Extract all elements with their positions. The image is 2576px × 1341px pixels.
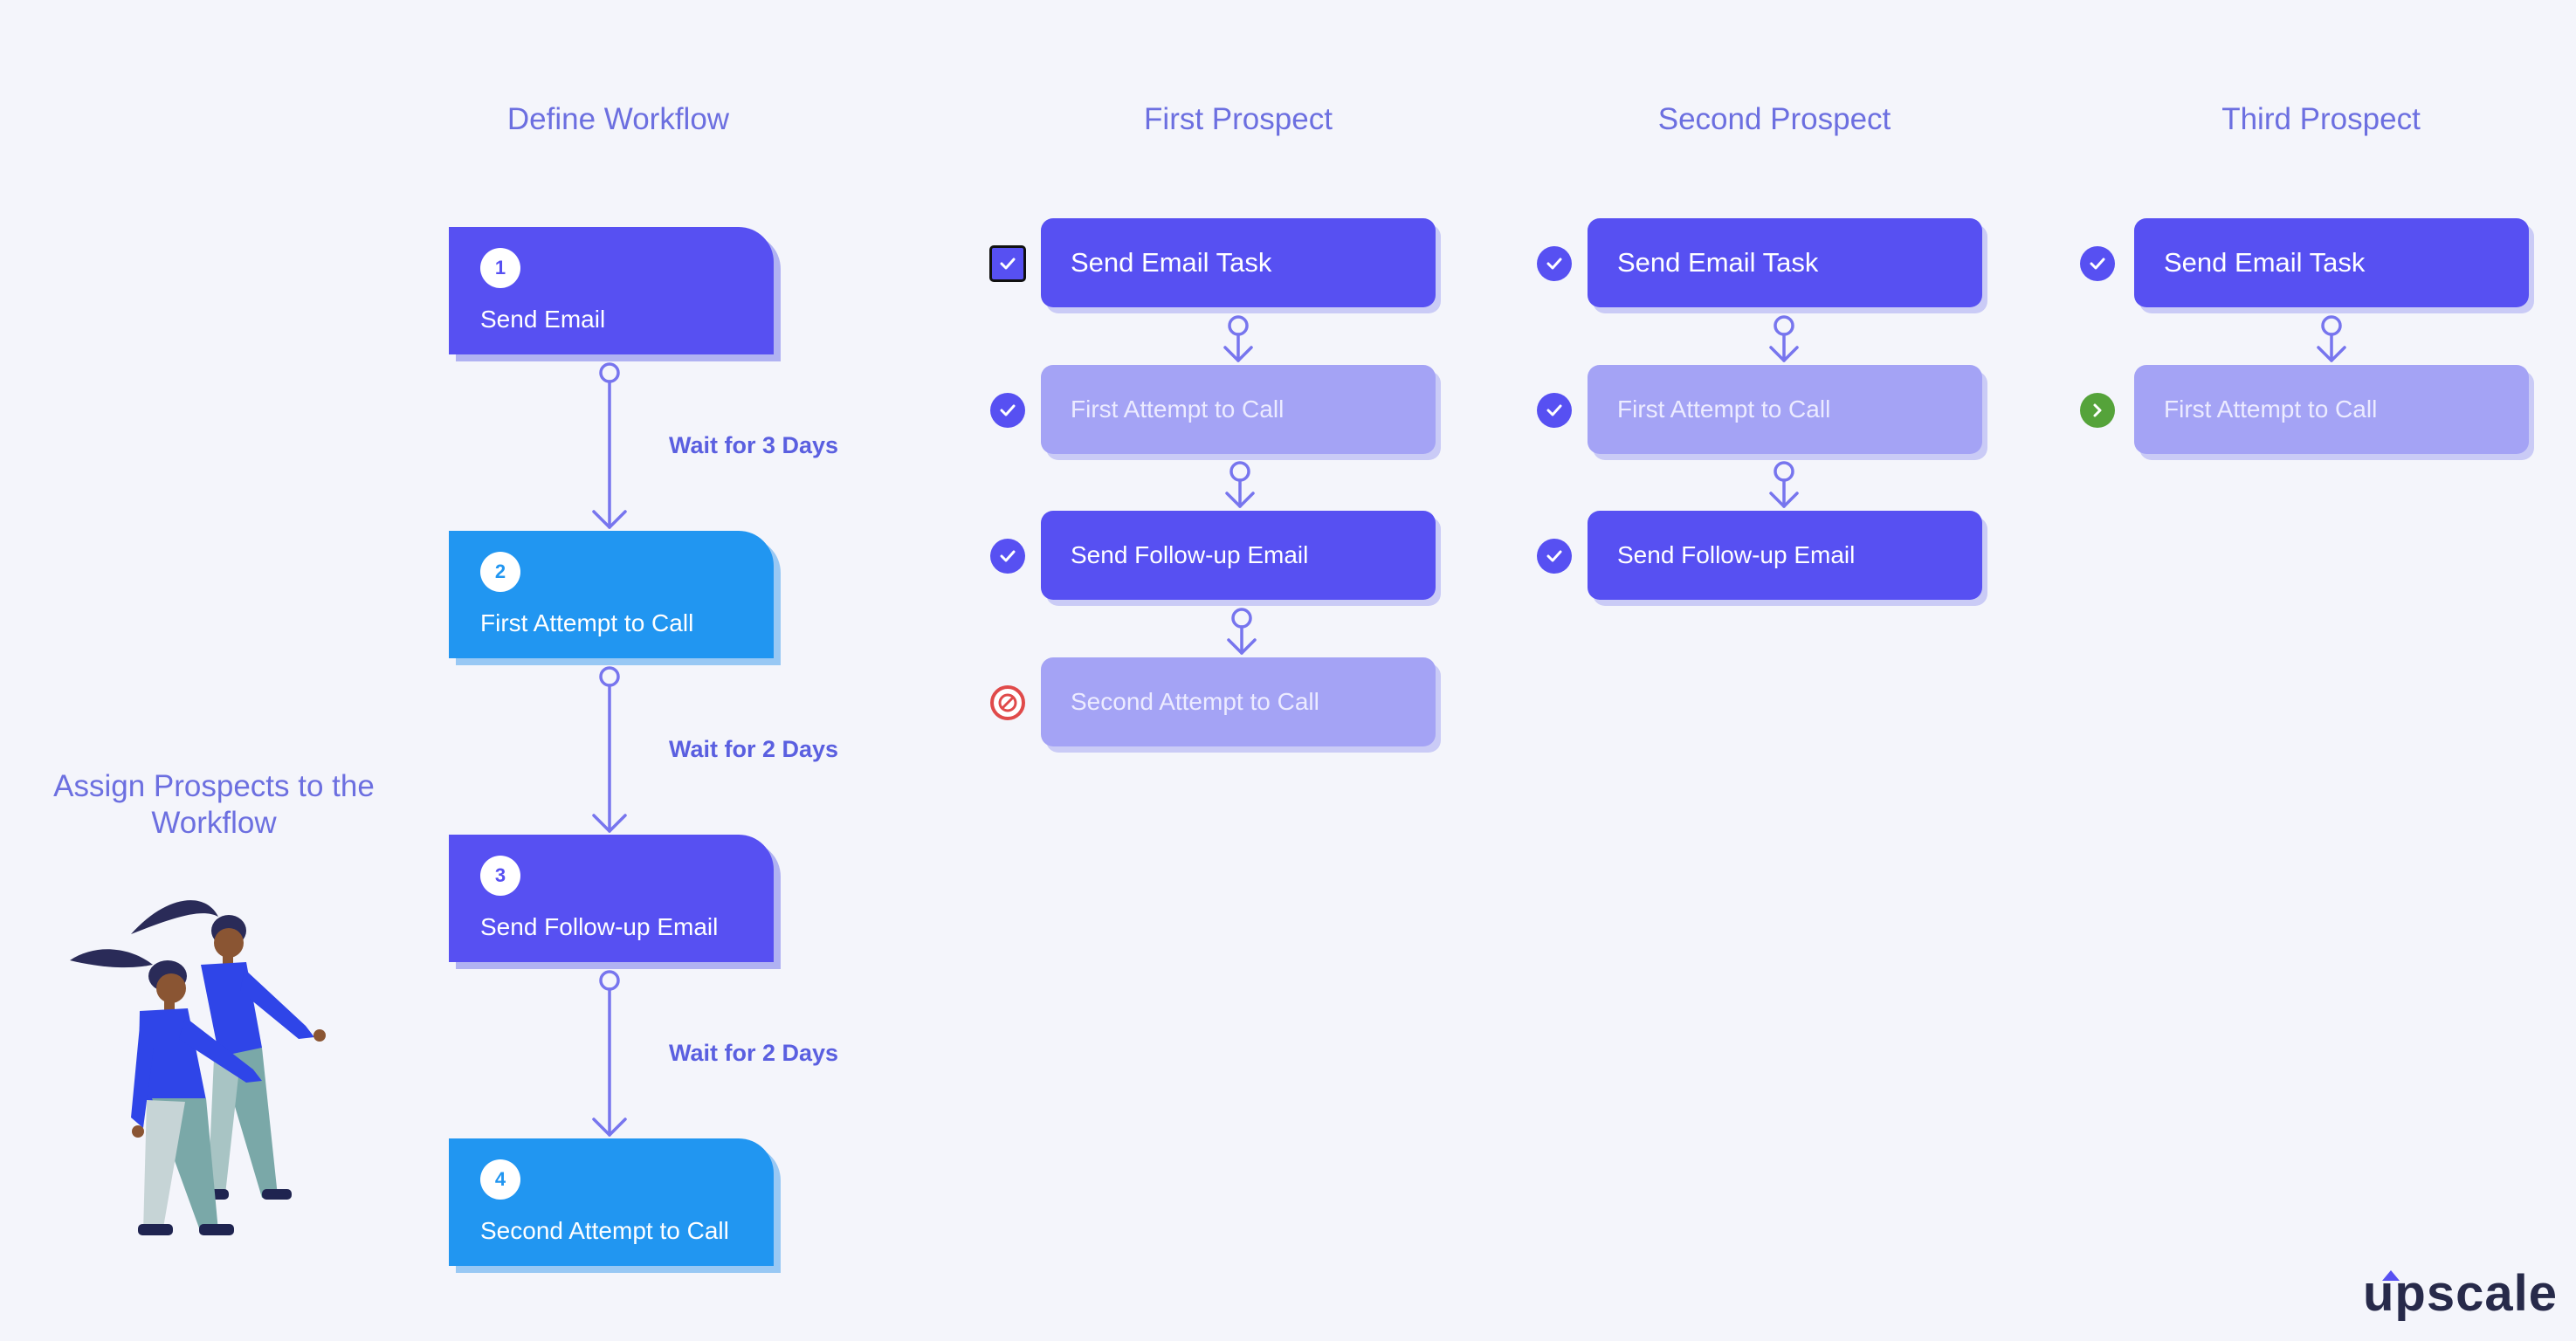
- connector-second-1-2: [1769, 315, 1799, 362]
- assign-prospects-title: Assign Prospects to the Workflow: [53, 769, 375, 840]
- check-icon: [1537, 393, 1572, 428]
- step-label: Send Follow-up Email: [480, 913, 719, 940]
- workflow-step-1[interactable]: 1 Send Email: [449, 227, 774, 354]
- connector-second-2-3: [1769, 461, 1799, 508]
- column-title-third-prospect: Third Prospect: [2221, 102, 2421, 136]
- wait-label-1: Wait for 3 Days: [669, 432, 839, 458]
- step-number-badge: 2: [480, 552, 520, 592]
- check-icon: [2080, 246, 2115, 281]
- third-task-first-call[interactable]: First Attempt to Call: [2134, 365, 2529, 454]
- third-task-send-email[interactable]: Send Email Task: [2134, 218, 2529, 307]
- connector-first-3-4: [1227, 608, 1257, 655]
- workflow-step-2[interactable]: 2 First Attempt to Call: [449, 531, 774, 658]
- check-icon: [990, 539, 1025, 574]
- second-task-first-call[interactable]: First Attempt to Call: [1588, 365, 1982, 454]
- second-task-send-email[interactable]: Send Email Task: [1588, 218, 1982, 307]
- wait-label-3: Wait for 2 Days: [669, 1040, 839, 1066]
- check-icon: [990, 393, 1025, 428]
- chevron-right-icon: [2080, 393, 2115, 428]
- connector-step1-step2: [592, 362, 627, 529]
- blocked-icon: [990, 685, 1025, 720]
- step-number-badge: 4: [480, 1159, 520, 1200]
- connector-first-2-3: [1225, 461, 1255, 508]
- check-icon: [1537, 246, 1572, 281]
- first-task-follow-up-email[interactable]: Send Follow-up Email: [1041, 511, 1436, 600]
- check-icon: [1537, 539, 1572, 574]
- workflow-step-4[interactable]: 4 Second Attempt to Call: [449, 1138, 774, 1266]
- wait-label-2: Wait for 2 Days: [669, 736, 839, 762]
- connector-step3-step4: [592, 970, 627, 1137]
- connector-step2-step3: [592, 666, 627, 833]
- step-number-badge: 1: [480, 248, 520, 288]
- connector-third-1-2: [2317, 315, 2346, 362]
- step-number-badge: 3: [480, 856, 520, 896]
- second-task-follow-up-email[interactable]: Send Follow-up Email: [1588, 511, 1982, 600]
- workflow-step-3[interactable]: 3 Send Follow-up Email: [449, 835, 774, 962]
- first-task-second-call[interactable]: Second Attempt to Call: [1041, 657, 1436, 746]
- step-label: First Attempt to Call: [480, 609, 694, 636]
- logo-caret-icon: [2382, 1270, 2400, 1281]
- column-title-define-workflow: Define Workflow: [506, 102, 730, 136]
- first-task-first-call[interactable]: First Attempt to Call: [1041, 365, 1436, 454]
- people-illustration: [70, 900, 326, 1235]
- column-title-second-prospect: Second Prospect: [1657, 102, 1891, 136]
- connector-first-1-2: [1223, 315, 1253, 362]
- upscale-logo: upscale: [2363, 1265, 2558, 1322]
- step-label: Second Attempt to Call: [480, 1217, 729, 1244]
- first-task-send-email[interactable]: Send Email Task: [1041, 218, 1436, 307]
- column-title-first-prospect: First Prospect: [1144, 102, 1333, 136]
- step-label: Send Email: [480, 306, 606, 333]
- check-icon: [989, 245, 1026, 282]
